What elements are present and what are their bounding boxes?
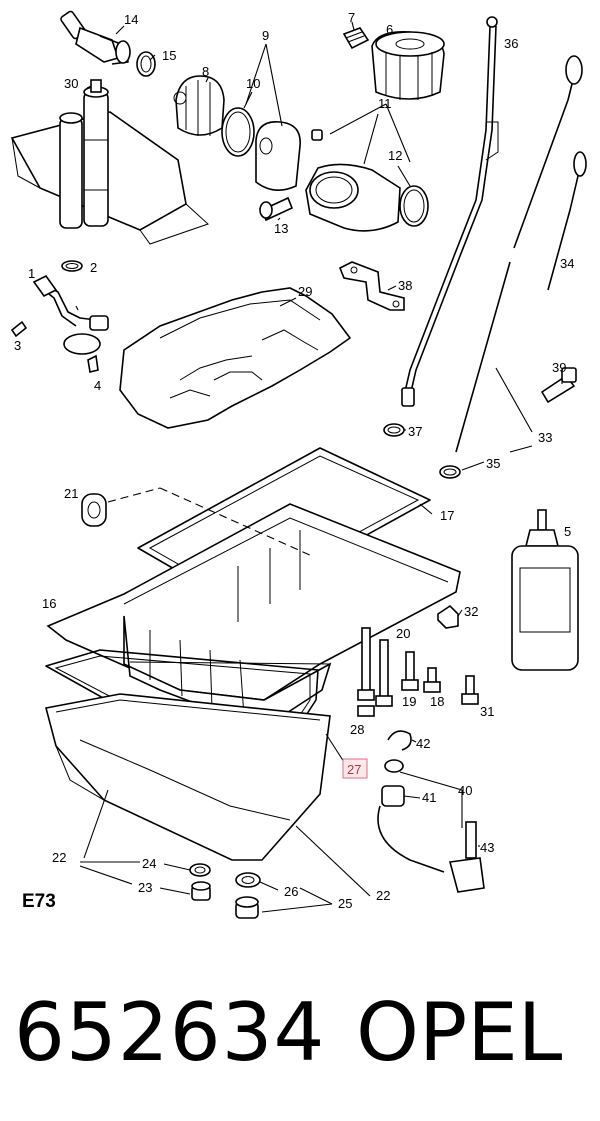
label-3: 3 <box>14 338 21 353</box>
label-7: 7 <box>348 10 355 25</box>
label-34: 34 <box>560 256 574 271</box>
part-20-bolt <box>357 627 375 701</box>
part-39-bolt <box>540 367 577 404</box>
label-21: 21 <box>64 486 78 501</box>
label-36: 36 <box>504 36 518 51</box>
part-31-bolt <box>461 675 479 705</box>
part-21-plug <box>81 493 107 527</box>
label-25: 25 <box>338 896 352 911</box>
section-code: E73 <box>22 891 56 912</box>
part-42-clip <box>387 730 412 751</box>
part-number: 652634 <box>14 986 326 1079</box>
label-40: 40 <box>458 783 472 798</box>
label-22-right: 22 <box>376 888 390 903</box>
label-6: 6 <box>386 22 393 37</box>
part-30-sealant-kit <box>10 79 209 245</box>
part-3-bolt <box>10 320 28 338</box>
part-43-bolt <box>448 821 485 893</box>
label-27-highlighted[interactable]: 27 <box>347 762 361 777</box>
part-28-washer <box>357 705 375 717</box>
part-15-washer <box>136 51 156 77</box>
part-26-washer <box>235 872 261 888</box>
part-5-sealant-bottle <box>511 509 579 671</box>
label-43: 43 <box>480 840 494 855</box>
part-18-bolt <box>423 667 441 693</box>
label-12: 12 <box>388 148 402 163</box>
label-4: 4 <box>94 378 101 393</box>
label-2: 2 <box>90 260 97 275</box>
label-1: 1 <box>28 266 35 281</box>
callout-labels: 14 15 30 8 9 10 7 6 36 11 12 13 1 2 3 4 … <box>14 10 574 911</box>
label-42: 42 <box>416 736 430 751</box>
brand-name: OPEL <box>356 986 563 1079</box>
part-14-plug <box>60 10 131 65</box>
label-19: 19 <box>402 694 416 709</box>
label-17: 17 <box>440 508 454 523</box>
highlight-box-27 <box>342 758 368 779</box>
label-35: 35 <box>486 456 500 471</box>
part-33-dipstick <box>455 261 511 453</box>
part-13-bolt <box>259 196 294 222</box>
part-4-bolt <box>87 354 99 373</box>
part-11-filter-housing <box>305 129 401 232</box>
label-22-left: 22 <box>52 850 66 865</box>
part-22-lower-oil-pan <box>45 693 331 861</box>
label-31: 31 <box>480 704 494 719</box>
label-37: 37 <box>408 424 422 439</box>
label-28: 28 <box>350 722 364 737</box>
label-33: 33 <box>538 430 552 445</box>
part-37-seal <box>383 423 405 437</box>
part-12-o-ring <box>399 185 429 227</box>
label-11: 11 <box>378 96 392 111</box>
part-35-seal <box>439 465 461 479</box>
label-9: 9 <box>262 28 269 43</box>
part-10-o-ring <box>221 107 255 157</box>
label-15: 15 <box>162 48 176 63</box>
label-24: 24 <box>142 856 156 871</box>
part-29-baffle-plate <box>119 287 352 429</box>
part-19-bolt <box>401 651 419 691</box>
label-41: 41 <box>422 790 436 805</box>
part-16-upper-oil-pan <box>46 503 461 721</box>
label-29: 29 <box>298 284 312 299</box>
part-8-filter-cap <box>173 75 225 136</box>
label-38: 38 <box>398 278 412 293</box>
part-34-dipstick <box>513 55 587 291</box>
label-8: 8 <box>202 64 209 79</box>
label-23: 23 <box>138 880 152 895</box>
label-20: 20 <box>396 626 410 641</box>
label-26: 26 <box>284 884 298 899</box>
label-14: 14 <box>124 12 138 27</box>
part-25-drain-plug <box>235 896 259 919</box>
part-1-oil-pickup <box>32 274 109 355</box>
label-13: 13 <box>274 221 288 236</box>
part-23-drain-plug <box>191 881 211 901</box>
part-38-bracket <box>338 261 405 311</box>
label-5: 5 <box>564 524 571 539</box>
footer-caption: 652634 OPEL <box>0 978 600 1088</box>
label-32: 32 <box>464 604 478 619</box>
label-18: 18 <box>430 694 444 709</box>
part-9-filter-element <box>255 121 301 191</box>
part-6-oil-filter <box>371 30 445 100</box>
exploded-parts-diagram: 14 15 30 8 9 10 7 6 36 11 12 13 1 2 3 4 … <box>10 10 587 919</box>
label-30: 30 <box>64 76 78 91</box>
part-24-washer <box>189 863 211 877</box>
label-39: 39 <box>552 360 566 375</box>
leader-lines <box>75 21 563 913</box>
label-10: 10 <box>246 76 260 91</box>
part-28-bolt <box>375 639 393 707</box>
part-7-plug <box>342 27 370 50</box>
part-40-seal <box>384 759 404 773</box>
part-2-gasket <box>61 260 83 272</box>
label-16: 16 <box>42 596 56 611</box>
part-32-bolt <box>437 604 459 629</box>
part-36-dipstick-tube <box>401 16 499 407</box>
